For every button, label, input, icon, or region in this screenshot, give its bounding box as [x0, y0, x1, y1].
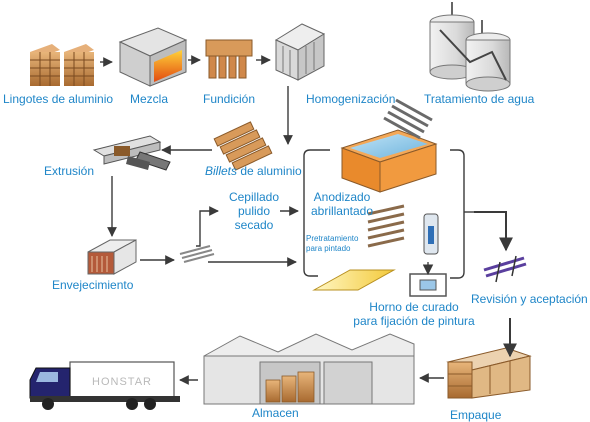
label-billets-italic: Billets [205, 164, 238, 178]
inspection-rack-icon [483, 255, 527, 283]
packaging-boxes-icon [446, 347, 532, 399]
truck-brand-logo: HONSTAR [92, 376, 152, 388]
label-revision: Revisión y aceptación [471, 292, 588, 306]
label-tratamiento: Tratamiento de agua [424, 92, 535, 106]
label-billets-rest: de aluminio [237, 164, 302, 178]
anodizing-tank-icon [340, 98, 438, 193]
label-cepillado-line-1: Cepillado [228, 190, 280, 204]
homogenization-oven-icon [274, 23, 326, 81]
label-empaque: Empaque [450, 408, 502, 422]
extrusion-press-icon [92, 135, 171, 171]
label-cepillado-line-3: secado [234, 218, 274, 232]
label-pretratamiento-line-1: Pretratamiento [306, 234, 359, 243]
aging-oven-icon [87, 239, 137, 275]
process-arrows [100, 55, 517, 385]
warehouse-icon [203, 333, 415, 405]
curing-oven-icon [312, 262, 447, 297]
label-horno: Horno de curado para fijación de pintura [340, 300, 488, 328]
label-mezcla: Mezcla [130, 92, 169, 106]
label-horno-line-1: Horno de curado [369, 300, 459, 314]
label-pretratamiento: Pretratamiento para pintado [306, 234, 358, 254]
water-treatment-tanks-icon [429, 2, 511, 92]
billets-icon [213, 121, 273, 171]
label-anodizado: Anodizado abrillantado [304, 190, 380, 218]
label-cepillado: Cepillado pulido secado [224, 190, 284, 232]
label-envejecimiento: Envejecimiento [52, 278, 134, 292]
label-lingotes: Lingotes de aluminio [3, 92, 114, 106]
label-cepillado-line-2: pulido [237, 204, 271, 218]
mixing-furnace-icon [118, 27, 188, 87]
label-homogenizacion: Homogenización [306, 92, 396, 106]
label-fundicion: Fundición [203, 92, 256, 106]
aluminum-profiles-icon [179, 245, 215, 263]
label-anodizado-line-1: Anodizado [313, 190, 371, 204]
label-extrusion: Extrusión [44, 164, 95, 178]
pretreatment-rack-icon [367, 204, 439, 255]
label-almacen: Almacen [252, 406, 299, 420]
label-horno-line-2: para fijación de pintura [353, 314, 475, 328]
label-billets: Billets de aluminio [205, 164, 302, 178]
label-anodizado-line-2: abrillantado [310, 204, 374, 218]
truck-icon: HONSTAR [29, 361, 180, 410]
label-pretratamiento-line-2: para pintado [306, 244, 351, 253]
aluminum-ingots-icon [30, 44, 94, 86]
casting-icon [205, 39, 253, 79]
